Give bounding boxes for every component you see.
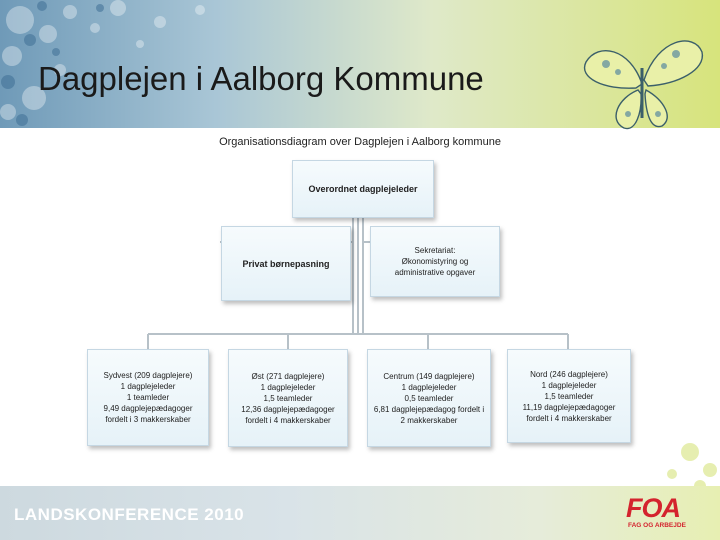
org-box-line: 1 dagplejeleder [120, 382, 176, 391]
org-box-line: 11,19 dagplejepædagoger [522, 402, 616, 412]
org-box-district-oest: Øst (271 dagplejere) 1 dagplejeleder 1,5… [228, 349, 348, 447]
butterfly-icon [583, 40, 703, 130]
footer-title: LANDSKONFERENCE 2010 [14, 505, 245, 524]
foa-logo: FOA FAG OG ARBEJDE [626, 494, 706, 534]
org-box-line: 1 teamleder [126, 393, 170, 402]
org-box-line: Centrum (149 dagplejere) [383, 371, 475, 381]
slide-title: Dagplejen i Aalborg Kommune [38, 60, 484, 97]
org-box-line: 0,5 teamleder [404, 393, 454, 403]
org-box-label: Overordnet dagplejeleder [308, 184, 418, 194]
decorative-bubbles-graphic [0, 0, 205, 126]
org-box-line: Sydvest (209 dagplejere) [103, 371, 193, 380]
org-box-line: 1,5 teamleder [544, 391, 594, 401]
org-box-line: 2 makkerskaber [400, 415, 458, 425]
logo-word: FOA [626, 493, 681, 523]
org-box-district-centrum: Centrum (149 dagplejere) 1 dagplejeleder… [367, 349, 491, 447]
logo-subtext: FAG OG ARBEJDE [628, 522, 686, 529]
org-box-line: 6,81 dagplejepædagog fordelt i [373, 404, 485, 414]
org-box-line: 12,36 dagplejepædagoger [241, 404, 335, 414]
footer-banner [0, 486, 720, 540]
org-box-secretariat: Sekretariat: Økonomistyring og administr… [370, 226, 500, 297]
org-box-line: 1 dagplejeleder [260, 382, 316, 392]
org-box-line: 1 dagplejeleder [401, 382, 457, 392]
org-box-line: fordelt i 4 makkerskaber [245, 415, 331, 425]
org-box-line: Nord (246 dagplejere) [530, 369, 608, 379]
org-box-district-sydvest: Sydvest (209 dagplejere) 1 dagplejeleder… [87, 349, 209, 446]
org-box-line: Sekretariat: [414, 246, 456, 255]
org-box-line: 1,5 teamleder [263, 393, 313, 403]
header-banner [0, 0, 720, 130]
org-box-line: fordelt i 4 makkerskaber [526, 413, 612, 423]
org-box-line: 9,49 dagplejepædagoger [103, 404, 193, 413]
org-box-line: fordelt i 3 makkerskaber [105, 415, 191, 424]
org-box-line: Økonomistyring og [401, 257, 469, 266]
org-box-private-childcare: Privat børnepasning [221, 226, 351, 301]
chart-caption: Organisationsdiagram over Dagplejen i Aa… [219, 136, 501, 148]
org-box-district-nord: Nord (246 dagplejere) 1 dagplejeleder 1,… [507, 349, 631, 443]
org-box-top-leader: Overordnet dagplejeleder [292, 160, 434, 218]
org-box-line: 1 dagplejeleder [541, 380, 597, 390]
org-box-label: Privat børnepasning [242, 258, 330, 269]
org-box-line: Øst (271 dagplejere) [251, 371, 325, 381]
decorative-bubbles-bottom [667, 443, 717, 490]
org-box-line: administrative opgaver [394, 268, 476, 277]
